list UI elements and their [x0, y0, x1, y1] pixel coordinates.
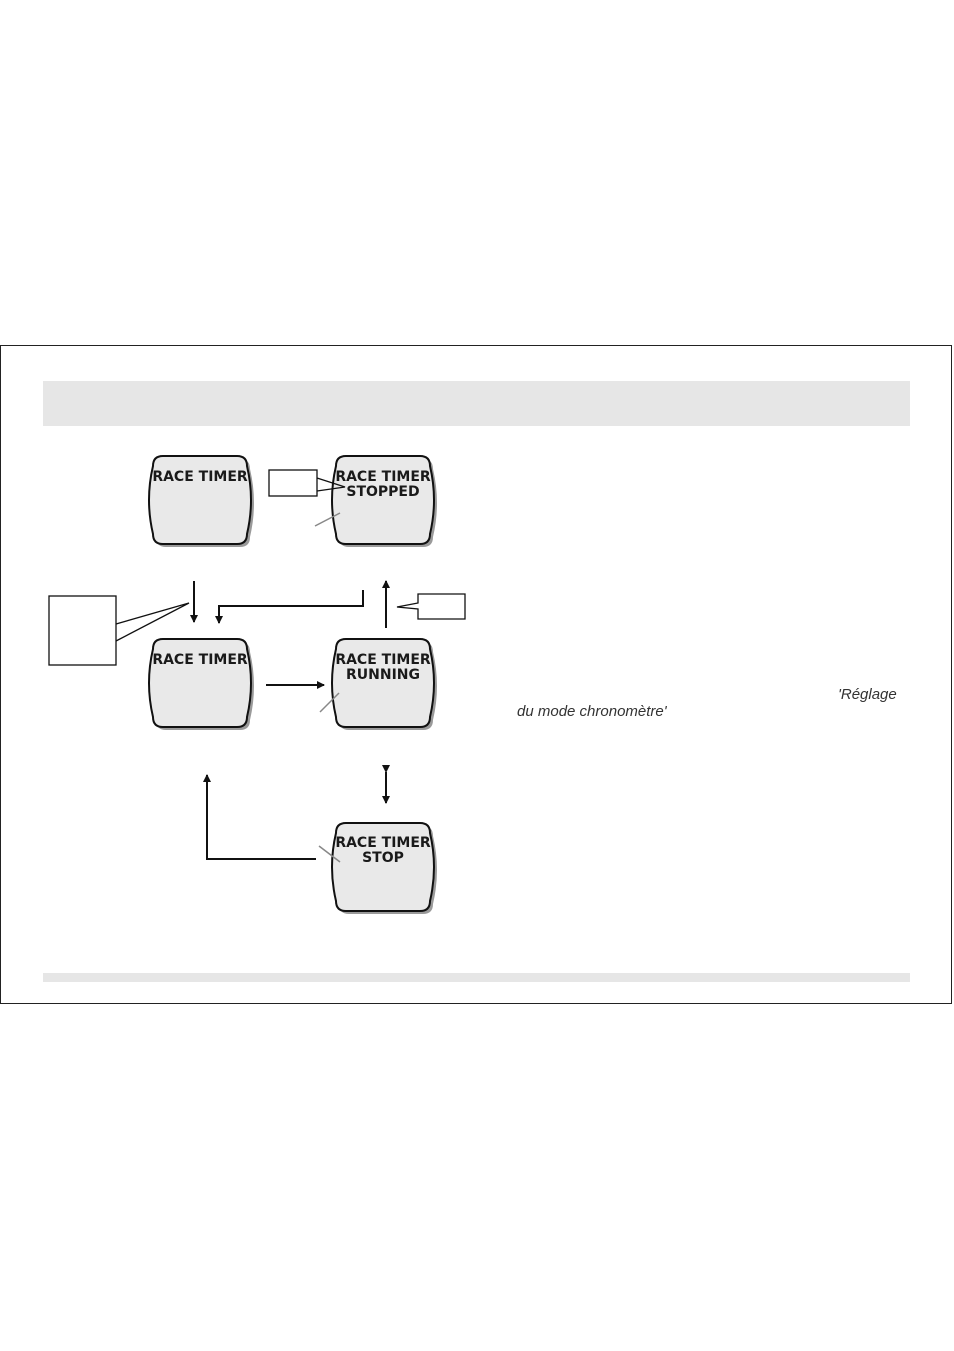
header-band	[43, 381, 910, 426]
pointer-tick-stopped	[314, 512, 341, 527]
callout-box	[268, 469, 318, 497]
callout-right	[396, 593, 466, 620]
screen-label-line2: STOP	[362, 850, 404, 866]
footer-band	[43, 973, 910, 982]
screen-label: RACE TIMER	[152, 652, 248, 668]
arrow-stop-return-to-mid-left	[203, 774, 316, 860]
callout-box	[48, 595, 117, 666]
callout-box	[396, 593, 466, 620]
page-frame	[0, 345, 952, 1004]
side-note-part1: 'Réglage	[838, 686, 897, 703]
screen-race-timer-stopped: RACE TIMER STOPPED	[331, 455, 437, 547]
screen-race-timer-mid-left: RACE TIMER	[148, 638, 254, 730]
callout-pointer	[316, 477, 346, 492]
screen-label-line1: RACE TIMER	[335, 652, 431, 668]
screen-label-line1: RACE TIMER	[335, 469, 431, 485]
screen-label: RACE TIMER	[152, 469, 248, 485]
screen-race-timer-running: RACE TIMER RUNNING	[331, 638, 437, 730]
side-note-part2: du mode chronomètre'	[517, 703, 667, 720]
callout-stopped	[268, 469, 346, 497]
screen-outline	[148, 455, 252, 545]
callout-pointer	[115, 602, 190, 642]
screen-race-timer-stop: RACE TIMER STOP	[331, 822, 437, 914]
pointer-tick-stop	[318, 845, 341, 863]
callout-left	[48, 595, 190, 666]
screen-outline	[331, 638, 435, 728]
screen-outline	[148, 638, 252, 728]
arrow-stopped-return-to-mid-left	[215, 590, 364, 624]
screen-label-line2: STOPPED	[346, 484, 419, 500]
screen-outline	[331, 455, 435, 545]
screen-outline	[331, 822, 435, 912]
pointer-tick-running	[319, 692, 340, 713]
screen-label-line2: RUNNING	[346, 667, 420, 683]
screen-label-line1: RACE TIMER	[335, 835, 431, 851]
screen-race-timer-top-left: RACE TIMER	[148, 455, 254, 547]
